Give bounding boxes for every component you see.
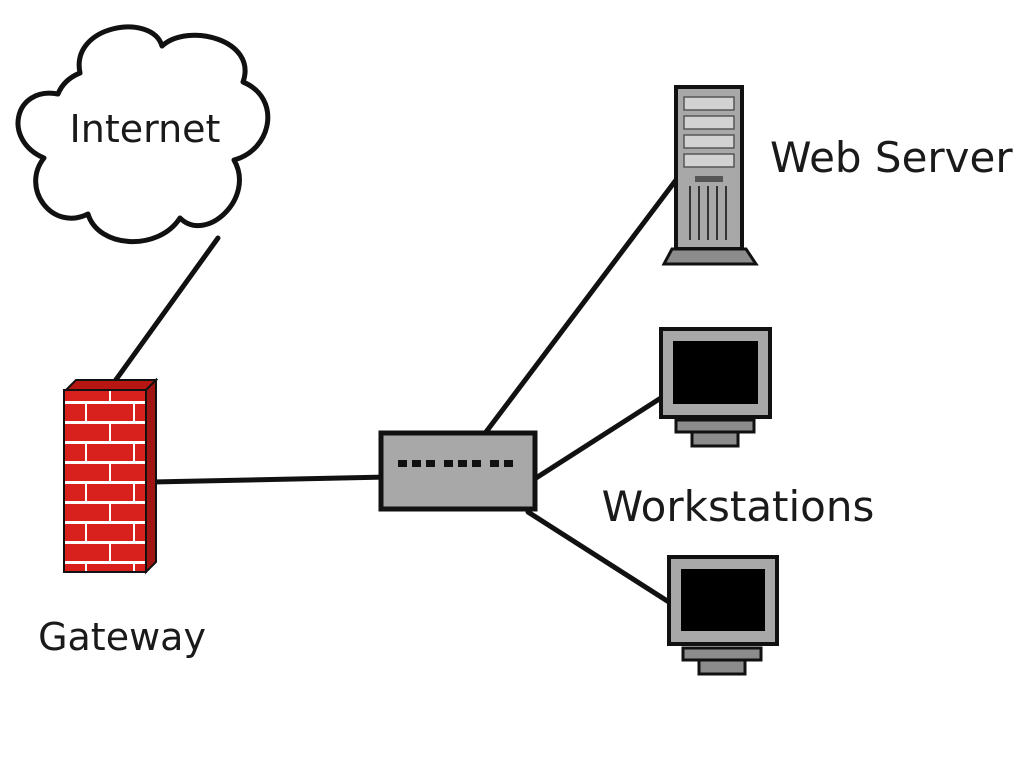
workstations-label: Workstations: [602, 482, 875, 531]
link-switch-webserver: [483, 177, 679, 435]
link-switch-workstation-2: [525, 509, 675, 607]
link-internet-gateway: [107, 235, 221, 391]
network-switch-icon: [378, 430, 538, 512]
server-tower-icon: [661, 85, 759, 266]
link-gateway-switch: [149, 474, 391, 485]
cloud-icon: [15, 24, 271, 244]
gateway-label: Gateway: [38, 615, 206, 659]
monitor-screen: [681, 569, 765, 631]
monitor-icon: [667, 555, 779, 676]
connections: [107, 177, 679, 607]
internet-label: Internet: [70, 107, 221, 151]
web-server-label: Web Server: [770, 133, 1013, 182]
switch-ports: [398, 460, 513, 467]
monitor-screen: [673, 341, 758, 404]
link-switch-workstation-1: [533, 393, 667, 481]
firewall-icon: [63, 377, 159, 575]
monitor-icon: [659, 327, 772, 448]
